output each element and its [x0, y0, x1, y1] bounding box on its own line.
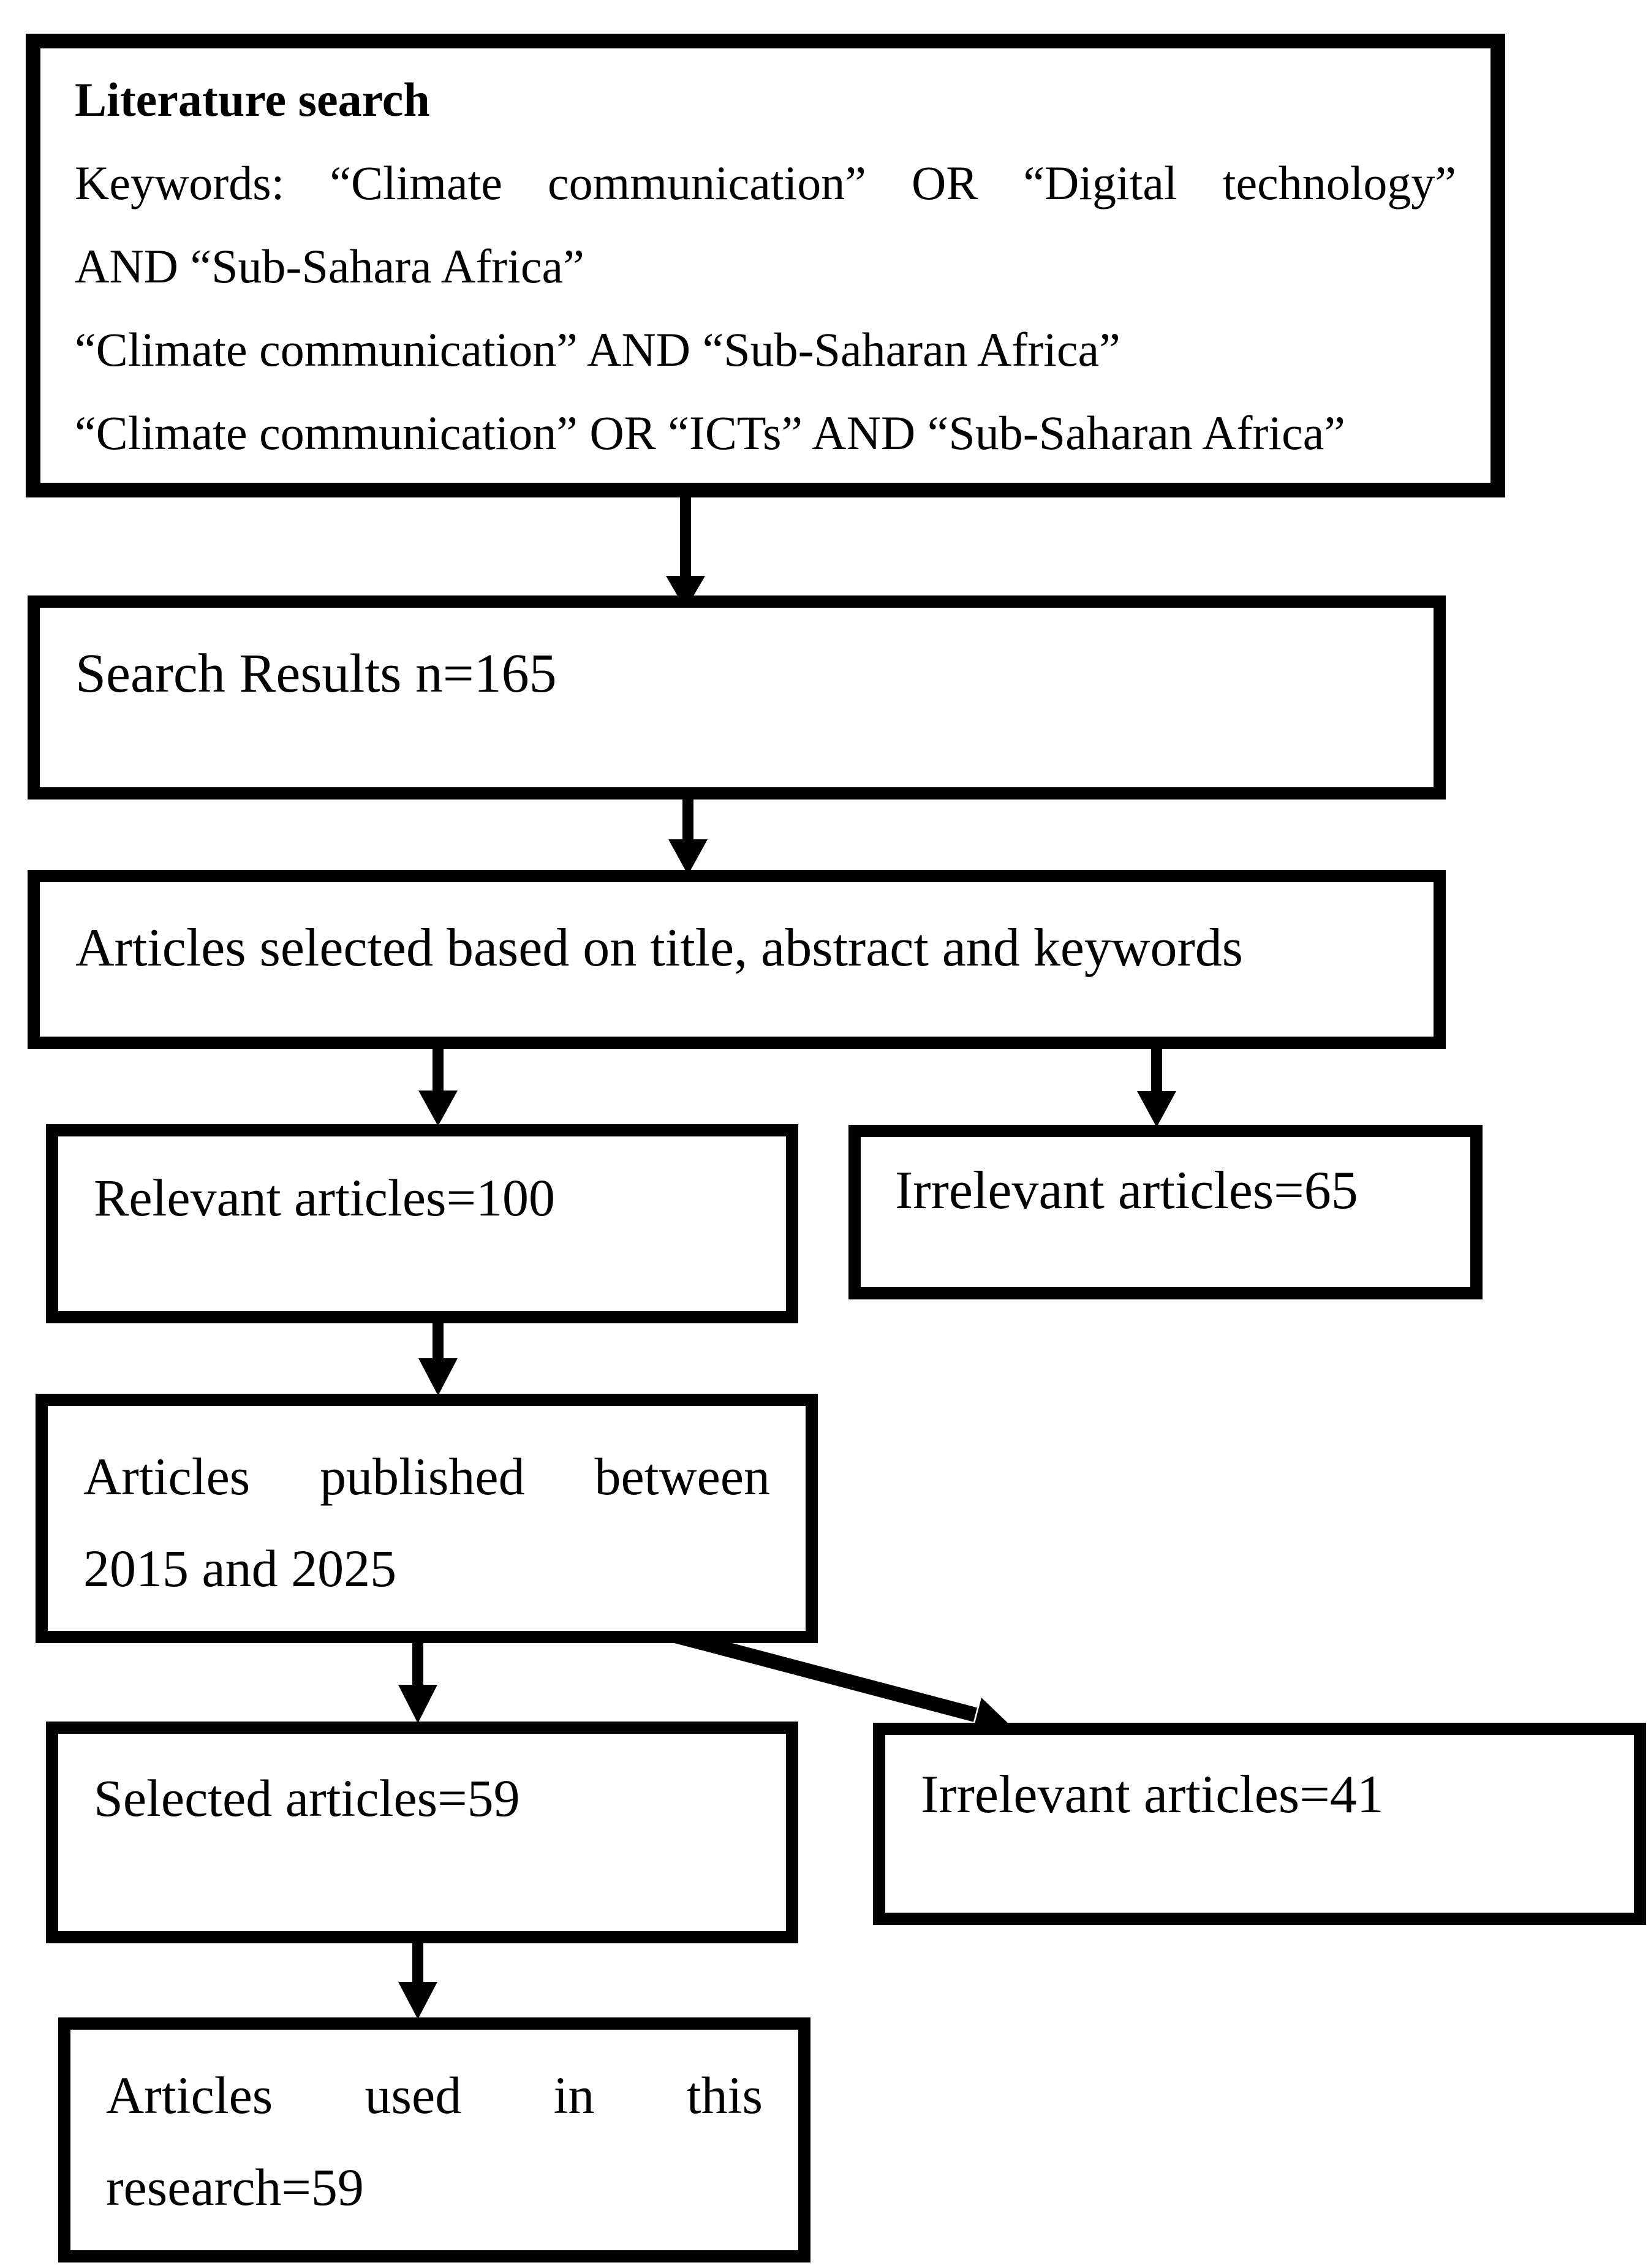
literature-keywords-line-3: “Climate communication” AND “Sub-Saharan… — [75, 323, 1120, 376]
articles-selected-label: Articles selected based on title, abstra… — [75, 918, 1244, 978]
flow-box-irrelevant-articles-65: Irrelevant articles=65 — [848, 1125, 1483, 1299]
literature-keywords-line-4: “Climate communication” OR “ICTs” AND “S… — [75, 406, 1345, 459]
flow-box-published-between: Articles published between 2015 and 2025 — [36, 1394, 818, 1643]
flow-box-search-results: Search Results n=165 — [28, 595, 1446, 799]
arrow-published-to-irrelevant-41 — [668, 1627, 1011, 1736]
arrow-selected-59-to-used — [398, 1940, 437, 2019]
articles-used-line-1: Articles used in this — [106, 2066, 763, 2125]
literature-search-title: Literature search — [75, 73, 430, 126]
irrelevant-articles-65-label: Irrelevant articles=65 — [895, 1161, 1358, 1220]
flow-box-selected-articles: Selected articles=59 — [46, 1722, 798, 1943]
published-between-line-2: 2015 and 2025 — [83, 1539, 397, 1598]
selected-articles-label: Selected articles=59 — [94, 1769, 520, 1828]
literature-keywords-line-1: Keywords: “Climate communication” OR “Di… — [75, 156, 1456, 210]
flow-box-relevant-articles: Relevant articles=100 — [46, 1124, 798, 1323]
flow-box-literature-search: Literature search Keywords: “Climate com… — [26, 34, 1505, 497]
search-results-label: Search Results n=165 — [75, 643, 557, 704]
flow-box-irrelevant-articles-41: Irrelevant articles=41 — [873, 1723, 1646, 1925]
arrow-selected-to-relevant — [418, 1044, 458, 1126]
arrow-published-to-selected-59 — [398, 1639, 437, 1723]
arrow-literature-to-results — [666, 494, 705, 610]
irrelevant-articles-41-label: Irrelevant articles=41 — [921, 1765, 1384, 1824]
articles-used-line-2: research=59 — [106, 2158, 364, 2217]
relevant-articles-label: Relevant articles=100 — [94, 1168, 555, 1227]
arrow-selected-to-irrelevant-65 — [1137, 1044, 1176, 1127]
literature-keywords-line-2: AND “Sub-Sahara Africa” — [75, 240, 584, 293]
flow-box-articles-selected: Articles selected based on title, abstra… — [28, 870, 1446, 1049]
arrow-relevant-to-published — [418, 1320, 458, 1396]
arrow-results-to-selected — [668, 796, 708, 875]
published-between-line-1: Articles published between — [83, 1447, 770, 1506]
flow-box-articles-used: Articles used in this research=59 — [58, 2017, 810, 2262]
